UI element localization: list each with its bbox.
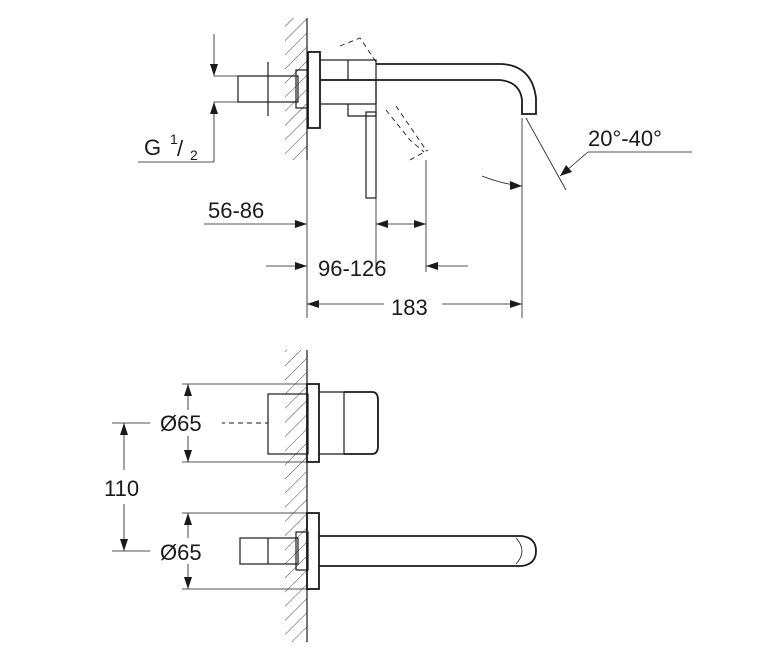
thread-denominator: 2	[190, 147, 198, 163]
wall-depth-label: 56-86	[208, 198, 264, 223]
lever-depth-label: 96-126	[318, 256, 387, 281]
front-view: Ø65 Ø65 110	[104, 350, 537, 642]
projection-label: 183	[391, 295, 428, 320]
diameter-bottom-dimension: Ø65	[158, 512, 307, 590]
thread-numerator: 1	[170, 131, 178, 147]
mixer-handle-front	[220, 383, 379, 463]
angle-label: 20°-40°	[588, 126, 662, 151]
wall-plate	[307, 51, 321, 129]
projection-dimension: 183	[306, 118, 523, 320]
thread-slash: /	[177, 136, 184, 161]
lever-depth-dimension: 96-126	[266, 160, 468, 281]
thread-label: G	[144, 135, 161, 160]
spacing-label: 110	[104, 476, 139, 501]
spout-front	[239, 512, 537, 590]
thread-dimension: G 1 / 2	[138, 34, 238, 163]
diameter-top-dimension: Ø65	[158, 383, 307, 463]
wall-depth-dimension: 56-86	[204, 198, 307, 228]
lever	[365, 111, 377, 199]
diameter-top-label: Ø65	[160, 411, 202, 436]
lever-rotated	[339, 37, 429, 161]
spacing-dimension: 110	[104, 422, 150, 552]
connector-body	[237, 62, 309, 116]
diameter-bottom-label: Ø65	[160, 540, 202, 565]
side-view: G 1 / 2 20°-40° 56-86	[138, 18, 692, 320]
mixer-body	[319, 59, 377, 81]
spout	[320, 63, 537, 115]
angle-dimension: 20°-40°	[481, 117, 692, 191]
